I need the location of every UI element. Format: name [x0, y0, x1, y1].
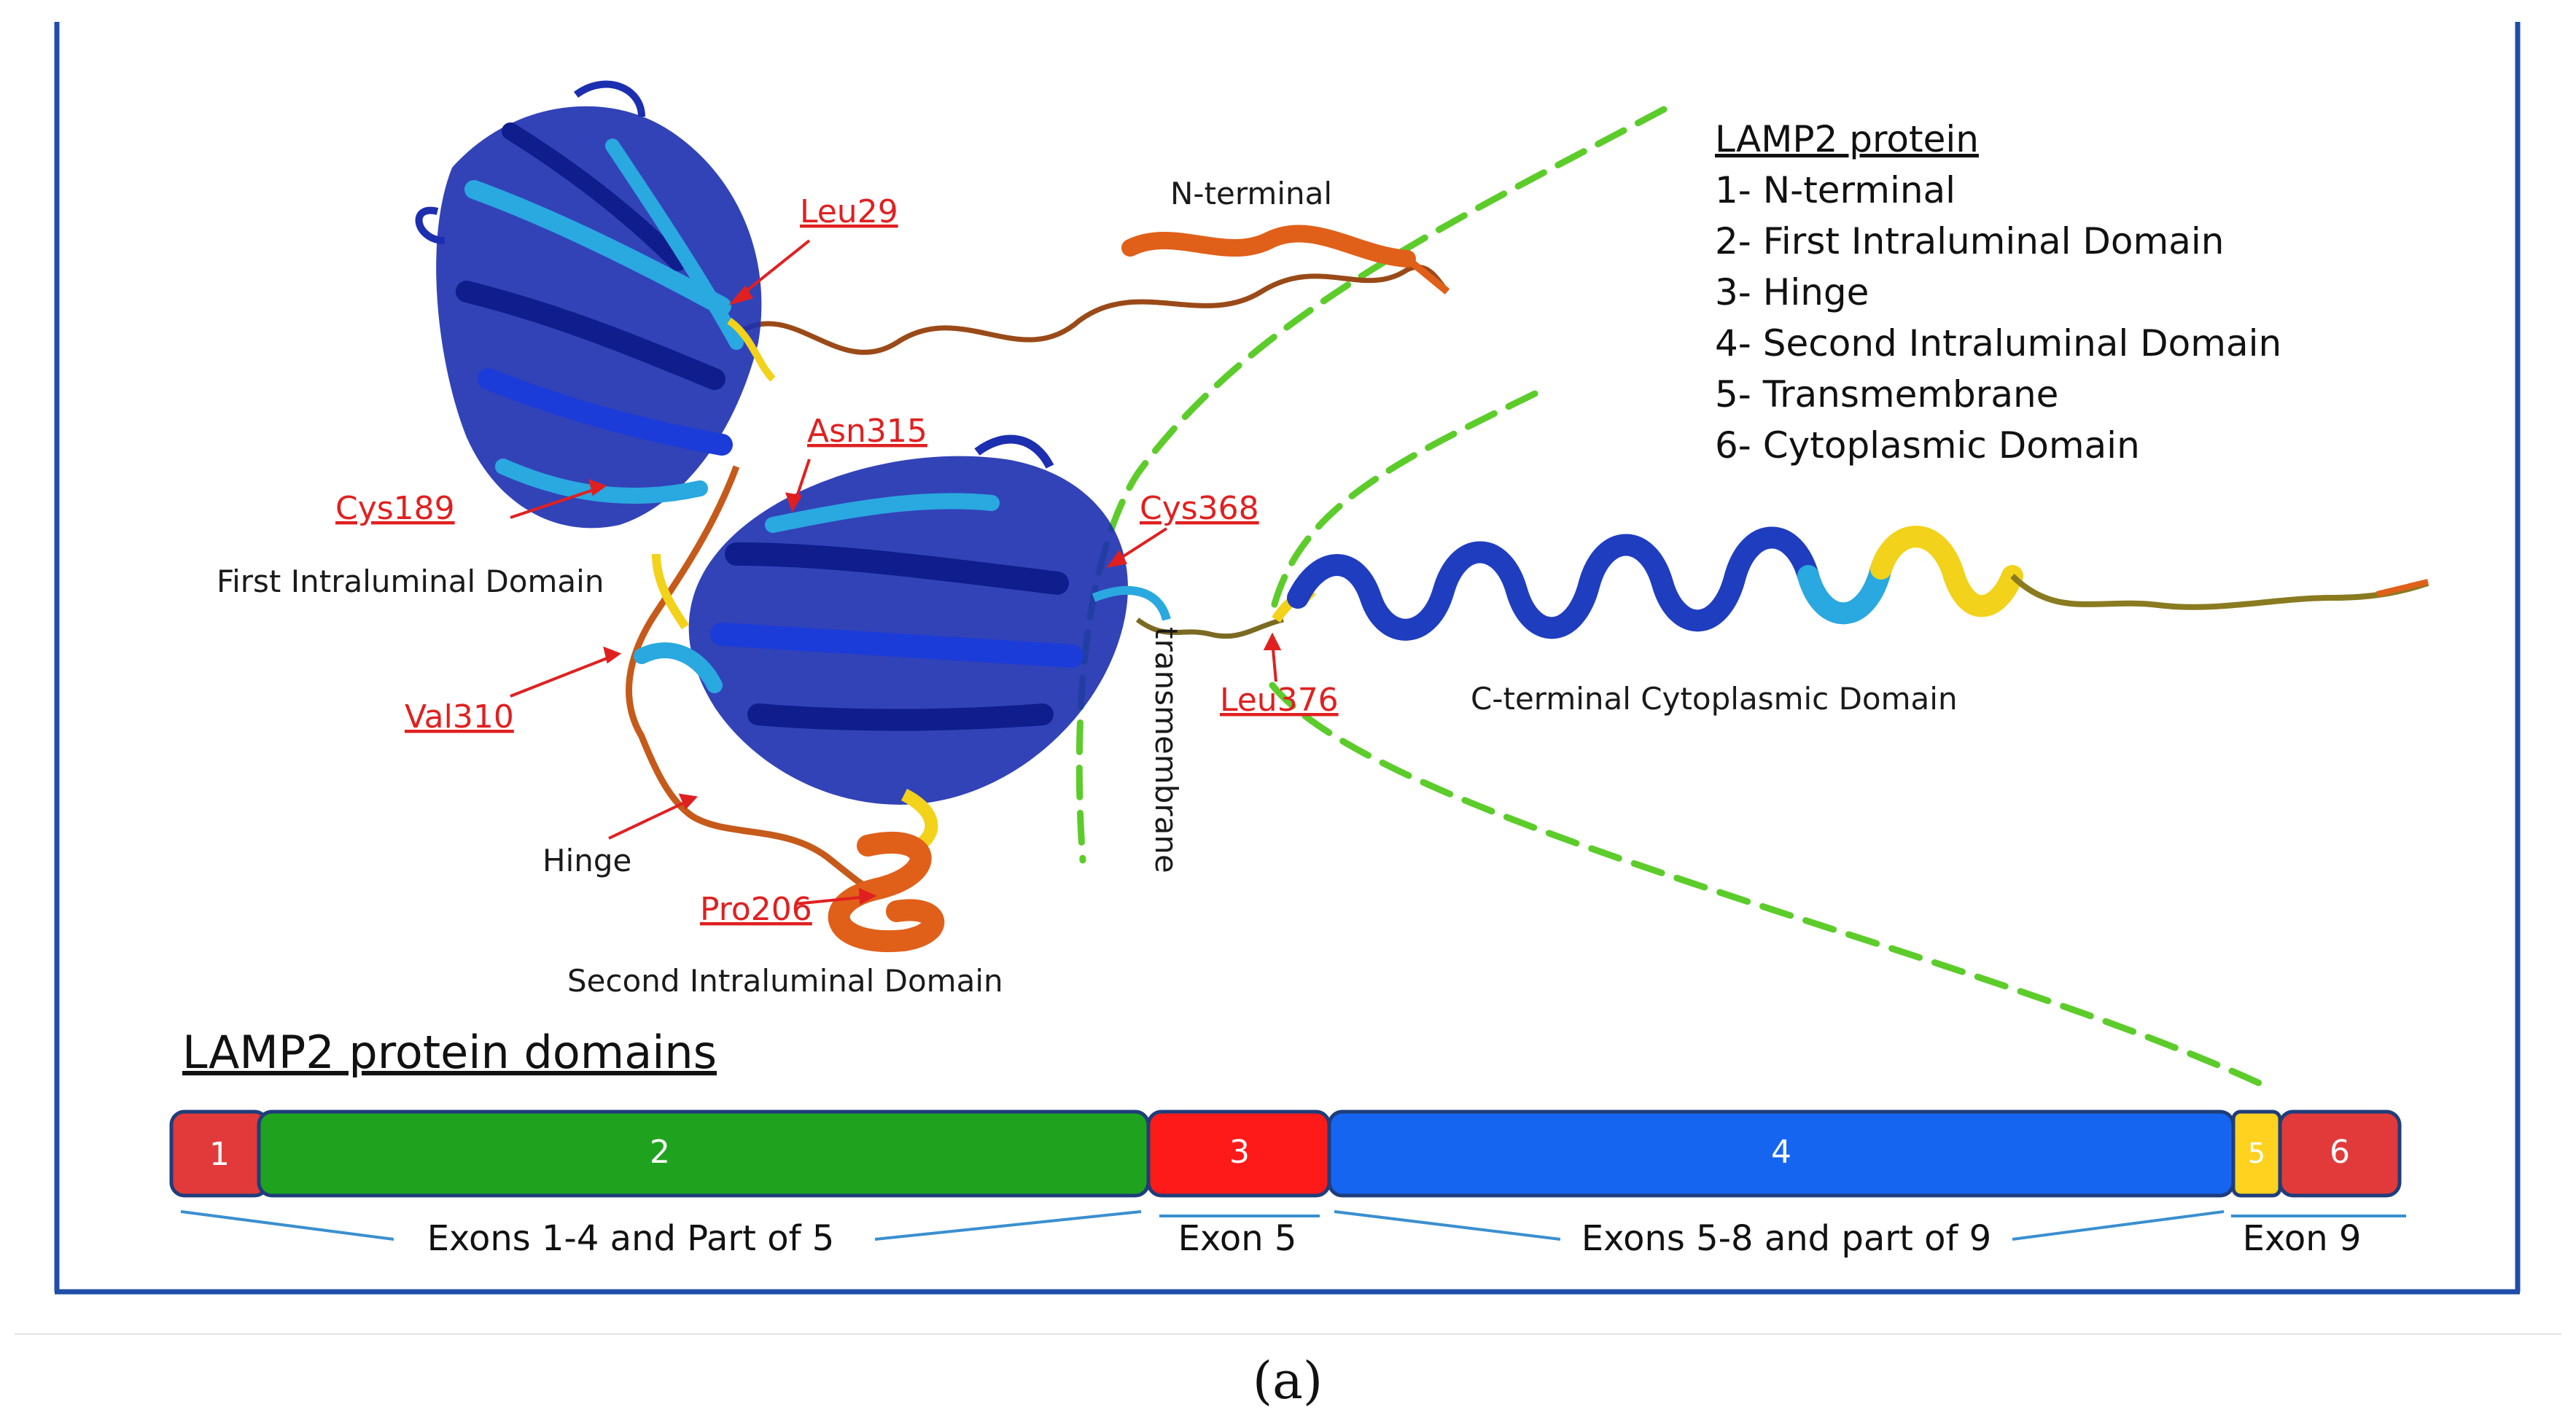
exon-label-2: Exon 5 [1178, 1218, 1297, 1259]
legend-item: 1- N-terminal [1715, 169, 1956, 211]
n-terminal-structure [739, 225, 1450, 355]
legend-item: 4- Second Intraluminal Domain [1715, 322, 2281, 364]
residue-arrows [510, 239, 1282, 905]
n-terminal-label: N-terminal [1170, 176, 1332, 211]
first-intraluminal-domain-label: First Intraluminal Domain [217, 564, 604, 599]
residue-pro206: Pro206 [700, 891, 812, 928]
hinge-structure [626, 465, 886, 893]
exon-label-1: Exons 1-4 and Part of 5 [427, 1218, 835, 1259]
exon-label-3: Exons 5-8 and part of 9 [1581, 1218, 1991, 1259]
legend-item: 5- Transmembrane [1715, 373, 2058, 416]
legend-item: 3- Hinge [1715, 271, 1869, 313]
panel-label: (a) [1253, 1351, 1323, 1411]
residue-cys189: Cys189 [335, 490, 455, 527]
c-terminal-structure [1135, 526, 2429, 641]
domain-segment-6-label: 6 [2330, 1134, 2350, 1171]
legend-item: 6- Cytoplasmic Domain [1715, 424, 2140, 467]
dashed-guide-lower [1269, 682, 2273, 1091]
legend: LAMP2 protein 1- N-terminal 2- First Int… [1715, 118, 2281, 467]
domain-segment-2 [257, 1110, 1151, 1198]
figure-frame [15, 22, 2561, 1335]
domain-segment-3-label: 3 [1229, 1134, 1250, 1171]
legend-title: LAMP2 protein [1715, 118, 1979, 160]
dashed-guide-mid [1269, 390, 1538, 616]
domain-segment-1-label: 1 [209, 1136, 230, 1173]
transmembrane-label: transmembrane [1148, 627, 1184, 873]
domain-segment-4-label: 4 [1771, 1134, 1791, 1171]
hinge-label: Hinge [542, 843, 631, 878]
residue-val310: Val310 [405, 698, 514, 736]
exon-label-4: Exon 9 [2243, 1218, 2362, 1259]
domain-bar-title: LAMP2 protein domains [182, 1026, 717, 1079]
domain-segment-6 [2278, 1110, 2402, 1198]
second-intraluminal-domain-structure [634, 434, 1171, 953]
exon-brackets [180, 1210, 2406, 1241]
residue-leu29: Leu29 [800, 193, 898, 230]
legend-item: 2- First Intraluminal Domain [1715, 220, 2224, 262]
c-terminal-cytoplasmic-domain-label: C-terminal Cytoplasmic Domain [1471, 681, 1958, 717]
first-intraluminal-domain-structure [415, 80, 776, 529]
residue-cys368: Cys368 [1140, 490, 1259, 527]
domain-segment-2-label: 2 [650, 1134, 670, 1171]
residue-leu376: Leu376 [1220, 682, 1339, 719]
domain-segment-5-label: 5 [2248, 1137, 2265, 1169]
second-intraluminal-domain-label: Second Intraluminal Domain [567, 963, 1003, 999]
domain-bar: LAMP2 protein domains 1 2 3 4 5 6 Exons … [169, 1026, 2406, 1259]
residue-asn315: Asn315 [807, 413, 927, 450]
